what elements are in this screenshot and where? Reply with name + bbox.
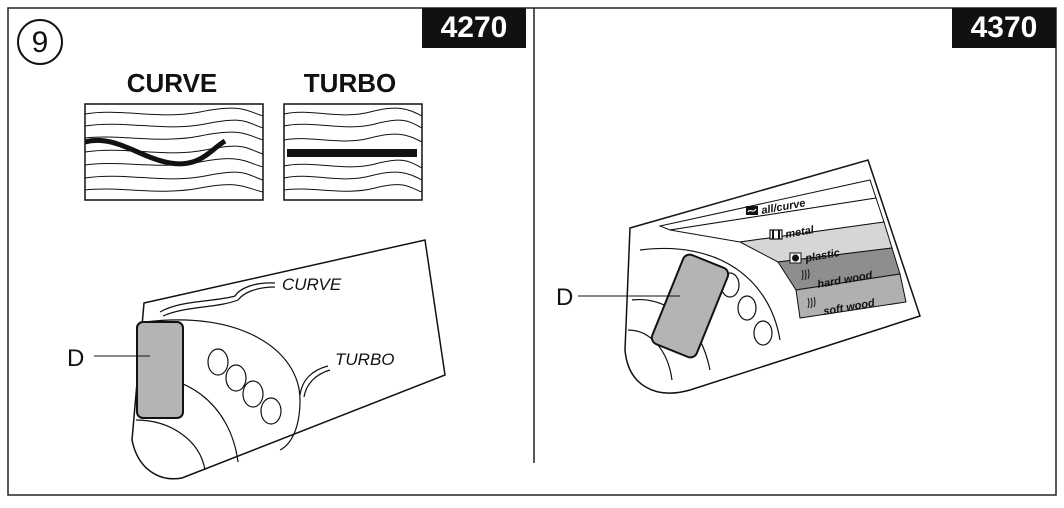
- selector-switch-d: [136, 321, 184, 419]
- turbo-cut-line: [287, 149, 417, 157]
- curve-cut-line: [84, 138, 227, 167]
- jigsaw-4370-top-view: [578, 159, 921, 394]
- part-label-d-right: D: [556, 284, 573, 311]
- metal-icon: [769, 229, 783, 240]
- soft-wood-icon: [807, 296, 816, 309]
- turbo-wood-sample: [283, 103, 423, 201]
- jigsaw-4270-top-view: [94, 239, 446, 480]
- model-badge-4270: 4270: [422, 8, 526, 48]
- selector-label-curve: CURVE: [282, 275, 342, 294]
- model-badge-4370: 4370: [952, 8, 1056, 48]
- selector-switch-d-right: [650, 253, 730, 359]
- turbo-example-title: TURBO: [304, 68, 396, 98]
- step-number: 9: [32, 26, 49, 59]
- part-label-d-left: D: [67, 345, 84, 372]
- setting-metal: metal: [784, 224, 815, 241]
- curve-wood-sample: [84, 103, 264, 201]
- selector-label-turbo: TURBO: [335, 350, 395, 369]
- hard-wood-icon: [801, 268, 810, 281]
- curve-example-title: CURVE: [127, 68, 218, 98]
- step-number-circle: [17, 19, 63, 65]
